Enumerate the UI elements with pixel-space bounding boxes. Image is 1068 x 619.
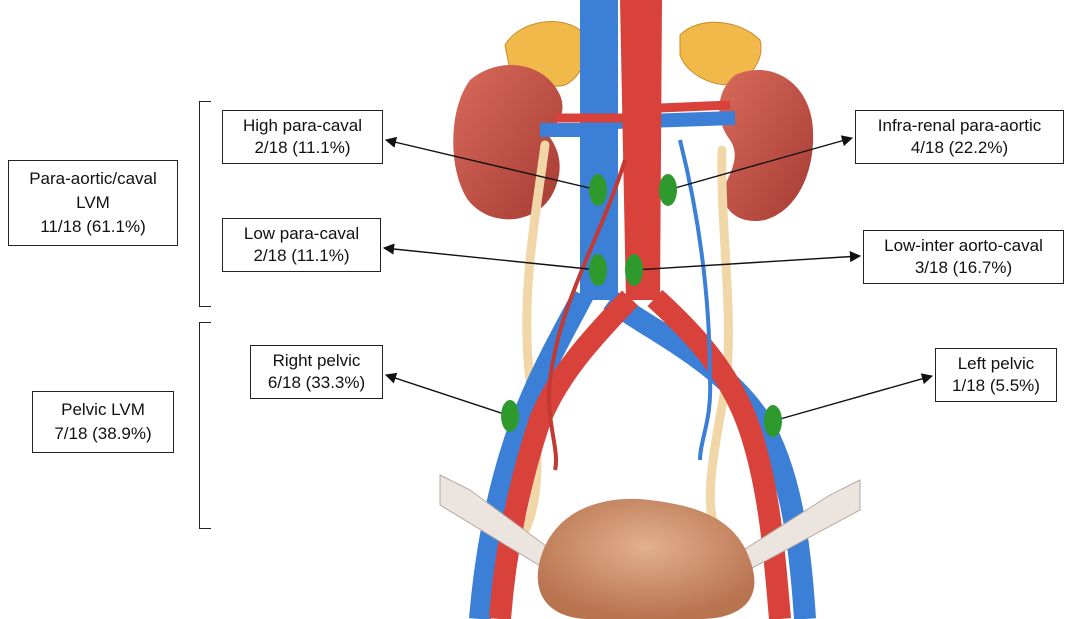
marker-right-pelvic <box>501 400 519 432</box>
label-left-pelvic: Left pelvic 1/18 (5.5%) <box>935 348 1057 402</box>
marker-low-inter-aorto-caval <box>625 254 643 286</box>
marker-infra-renal-para-aortic <box>659 174 677 206</box>
marker-left-pelvic <box>764 405 782 437</box>
low-inter-aorto-caval-stat: 3/18 (16.7%) <box>870 257 1057 279</box>
group-pelvic-line2: 7/18 (38.9%) <box>41 422 165 446</box>
low-para-caval-stat: 2/18 (11.1%) <box>229 245 374 267</box>
high-para-caval-stat: 2/18 (11.1%) <box>229 137 376 159</box>
left-pelvic-stat: 1/18 (5.5%) <box>942 375 1050 397</box>
infra-renal-para-aortic-stat: 4/18 (22.2%) <box>862 137 1057 159</box>
group-para-aortic-line2: LVM <box>17 191 169 215</box>
renal-artery-left <box>660 105 730 108</box>
right-pelvic-name: Right pelvic <box>257 350 376 372</box>
arrow-low-para-caval <box>384 248 598 270</box>
group-para-aortic-line1: Para-aortic/caval <box>17 167 169 191</box>
left-ureter <box>710 150 728 530</box>
group-label-pelvic: Pelvic LVM 7/18 (38.9%) <box>32 391 174 453</box>
marker-high-para-caval <box>589 174 607 206</box>
bracket-para-aortic <box>199 101 211 307</box>
label-low-inter-aorto-caval: Low-inter aorto-caval 3/18 (16.7%) <box>863 230 1064 284</box>
marker-low-para-caval <box>589 254 607 286</box>
left-kidney <box>719 70 813 221</box>
label-low-para-caval: Low para-caval 2/18 (11.1%) <box>222 218 381 272</box>
arrow-low-inter-aorto-caval <box>634 256 860 270</box>
high-para-caval-name: High para-caval <box>229 115 376 137</box>
left-pelvic-name: Left pelvic <box>942 353 1050 375</box>
low-para-caval-name: Low para-caval <box>229 223 374 245</box>
arrow-right-pelvic <box>386 375 510 416</box>
bracket-pelvic <box>199 322 211 529</box>
group-para-aortic-line3: 11/18 (61.1%) <box>17 215 169 239</box>
aorta <box>620 0 662 300</box>
infra-renal-para-aortic-name: Infra-renal para-aortic <box>862 115 1057 137</box>
arrow-left-pelvic <box>773 376 932 421</box>
left-gonadal-vessels <box>680 140 710 460</box>
group-label-para-aortic: Para-aortic/caval LVM 11/18 (61.1%) <box>8 160 178 246</box>
bladder <box>538 499 755 619</box>
label-high-para-caval: High para-caval 2/18 (11.1%) <box>222 110 383 164</box>
right-pelvic-stat: 6/18 (33.3%) <box>257 372 376 394</box>
group-pelvic-line1: Pelvic LVM <box>41 398 165 422</box>
label-right-pelvic: Right pelvic 6/18 (33.3%) <box>250 345 383 399</box>
low-inter-aorto-caval-name: Low-inter aorto-caval <box>870 235 1057 257</box>
label-infra-renal-para-aortic: Infra-renal para-aortic 4/18 (22.2%) <box>855 110 1064 164</box>
